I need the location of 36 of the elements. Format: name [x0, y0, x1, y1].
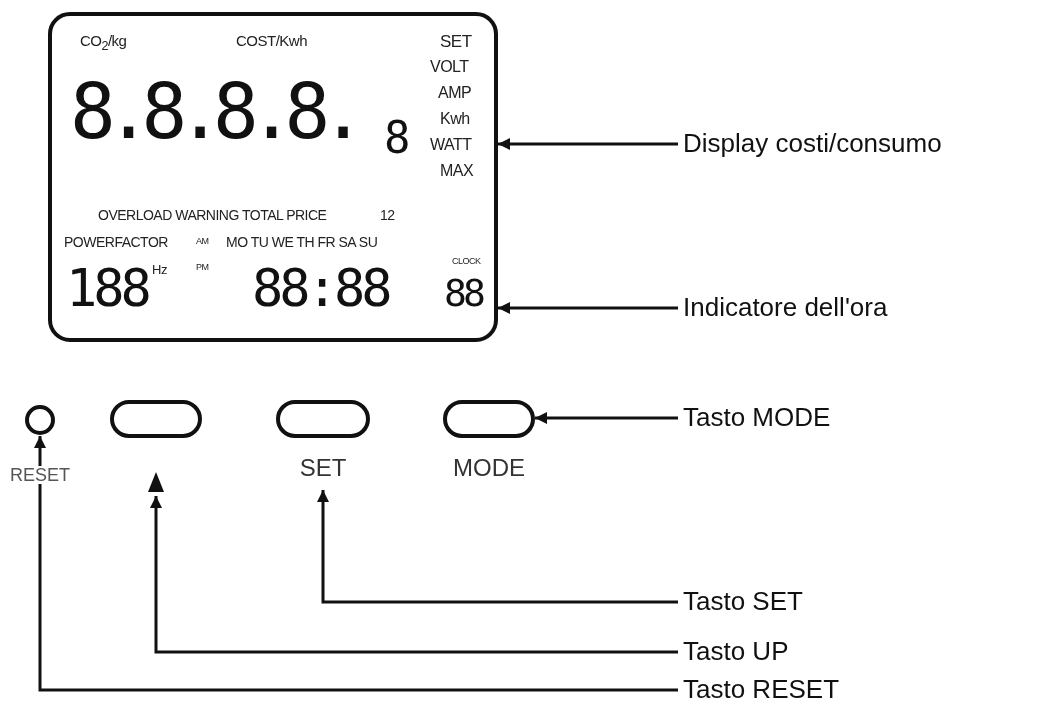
display-label: POWERFACTOR: [64, 234, 168, 250]
digit-readout: 88: [444, 274, 484, 312]
leader-arrow: [498, 138, 678, 150]
callout-text: Display costi/consumo: [683, 130, 942, 156]
display-label: VOLT: [430, 58, 469, 76]
display-label: MAX: [440, 162, 474, 180]
display-label: CLOCK: [452, 256, 481, 266]
leader-arrow: [535, 412, 678, 424]
callout-text: Indicatore dell'ora: [683, 294, 888, 320]
leader-arrow: [34, 436, 678, 692]
callout-text: Tasto UP: [683, 638, 789, 664]
leader-arrow: [317, 490, 678, 604]
display-label: PM: [196, 262, 209, 272]
digit-readout: 8: [384, 116, 408, 160]
display-label: Hz: [152, 262, 167, 277]
display-label: Kwh: [440, 110, 470, 128]
display-label: CO$_{2}$/kg: [80, 32, 127, 53]
display-label: SET: [440, 32, 472, 52]
display-label: COST/Kwh: [236, 32, 307, 49]
digit-readout: 188: [66, 262, 150, 314]
digit-readout: 8.8.8.8.: [70, 74, 358, 150]
callout-text: Tasto RESET: [683, 676, 840, 702]
display-label: 12: [380, 207, 395, 223]
display-label: MO TU WE TH FR SA SU: [226, 234, 378, 250]
button-label: SET: [298, 456, 348, 480]
display-label: AM: [196, 236, 209, 246]
leader-arrow: [498, 302, 678, 314]
button-label: RESET: [10, 466, 70, 484]
leader-arrow: [150, 496, 678, 654]
button-label: MODE: [452, 456, 526, 480]
digit-readout: 88:88: [252, 262, 391, 314]
callout-text: Tasto SET: [683, 588, 803, 614]
display-label: AMP: [438, 84, 472, 102]
display-label: WATT: [430, 136, 472, 154]
display-label: OVERLOAD WARNING TOTAL PRICE: [98, 207, 327, 223]
callout-text: Tasto MODE: [683, 404, 831, 430]
